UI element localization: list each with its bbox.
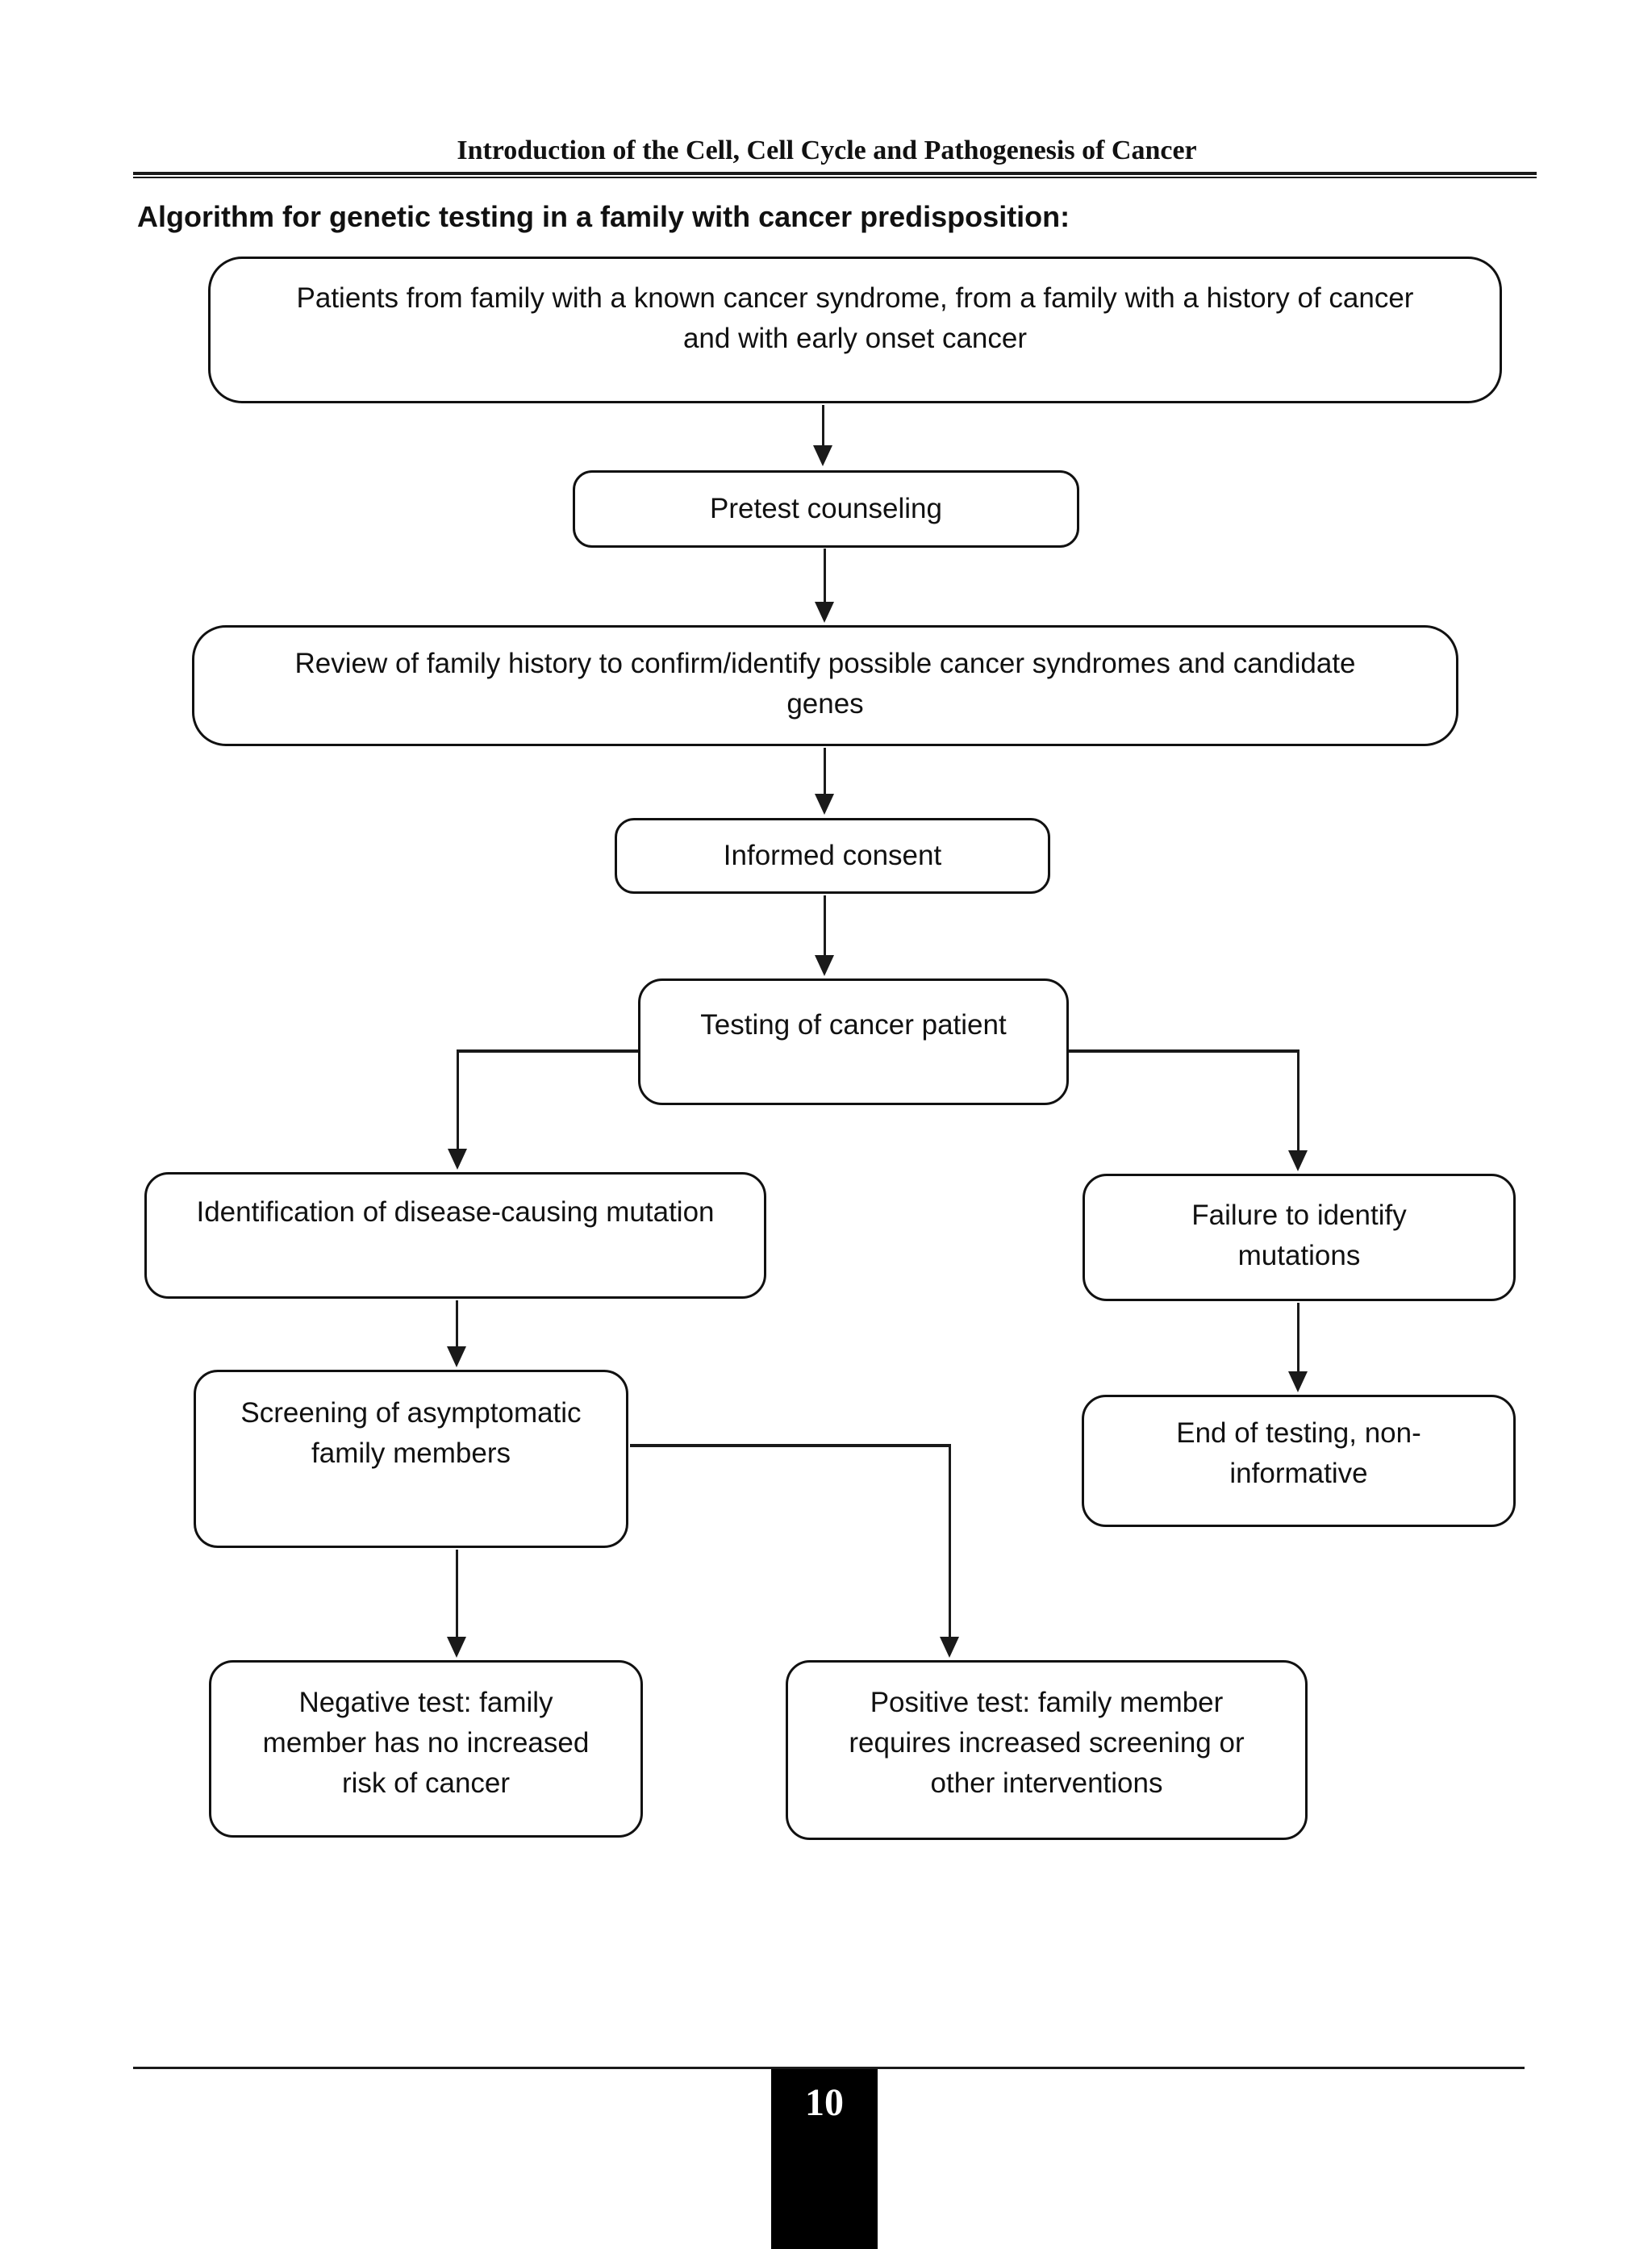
flow-node-identification-mutation: Identification of disease-causing mutati… bbox=[144, 1172, 766, 1299]
flow-node-testing-cancer-patient: Testing of cancer patient bbox=[638, 978, 1069, 1105]
flow-node-pretest-counseling: Pretest counseling bbox=[573, 470, 1079, 548]
arrowhead-pretest-to-review bbox=[815, 602, 834, 623]
arrow-failure-to-end bbox=[1297, 1303, 1299, 1371]
flow-node-review-family-history: Review of family history to confirm/iden… bbox=[192, 625, 1458, 746]
arrow-review-to-consent bbox=[824, 748, 826, 794]
page-number-tab: 10 bbox=[771, 2069, 878, 2249]
section-heading: Algorithm for genetic testing in a famil… bbox=[137, 200, 1070, 233]
header-double-rule bbox=[133, 172, 1537, 178]
flow-node-failure-identify: Failure to identify mutations bbox=[1083, 1174, 1516, 1301]
elbow-screening-to-positive-vertical bbox=[949, 1444, 951, 1637]
running-header-title: Introduction of the Cell, Cell Cycle and… bbox=[457, 136, 1197, 165]
arrowhead-screening-to-positive bbox=[940, 1637, 959, 1658]
elbow-screening-to-positive-horizontal bbox=[630, 1444, 951, 1447]
flow-node-positive-test: Positive test: family member requires in… bbox=[786, 1660, 1308, 1840]
arrow-identification-to-screening bbox=[456, 1300, 458, 1346]
branch-left-horizontal bbox=[457, 1049, 638, 1053]
arrowhead-testing-to-identification bbox=[448, 1149, 467, 1170]
arrow-pretest-to-review bbox=[824, 549, 826, 602]
page-number: 10 bbox=[805, 2081, 844, 2124]
flow-node-informed-consent: Informed consent bbox=[615, 818, 1050, 894]
branch-left-vertical bbox=[457, 1049, 459, 1149]
branch-right-vertical bbox=[1297, 1049, 1299, 1150]
arrowhead-review-to-consent bbox=[815, 794, 834, 815]
flow-node-negative-test: Negative test: family member has no incr… bbox=[209, 1660, 643, 1838]
arrow-consent-to-testing bbox=[824, 895, 826, 955]
arrowhead-consent-to-testing bbox=[815, 955, 834, 976]
flow-node-screening-asymptomatic: Screening of asymptomatic family members bbox=[194, 1370, 628, 1548]
footer-rule bbox=[133, 2067, 1525, 2069]
arrowhead-screening-to-negative bbox=[447, 1637, 466, 1658]
arrow-patients-to-pretest bbox=[822, 405, 824, 445]
arrowhead-identification-to-screening bbox=[447, 1346, 466, 1367]
flow-node-patients: Patients from family with a known cancer… bbox=[208, 257, 1502, 403]
arrow-screening-to-negative bbox=[456, 1550, 458, 1637]
arrowhead-failure-to-end bbox=[1288, 1371, 1308, 1392]
arrowhead-patients-to-pretest bbox=[813, 445, 832, 466]
flow-node-end-of-testing: End of testing, non- informative bbox=[1082, 1395, 1516, 1527]
arrowhead-testing-to-failure bbox=[1288, 1150, 1308, 1171]
branch-right-horizontal bbox=[1069, 1049, 1298, 1053]
